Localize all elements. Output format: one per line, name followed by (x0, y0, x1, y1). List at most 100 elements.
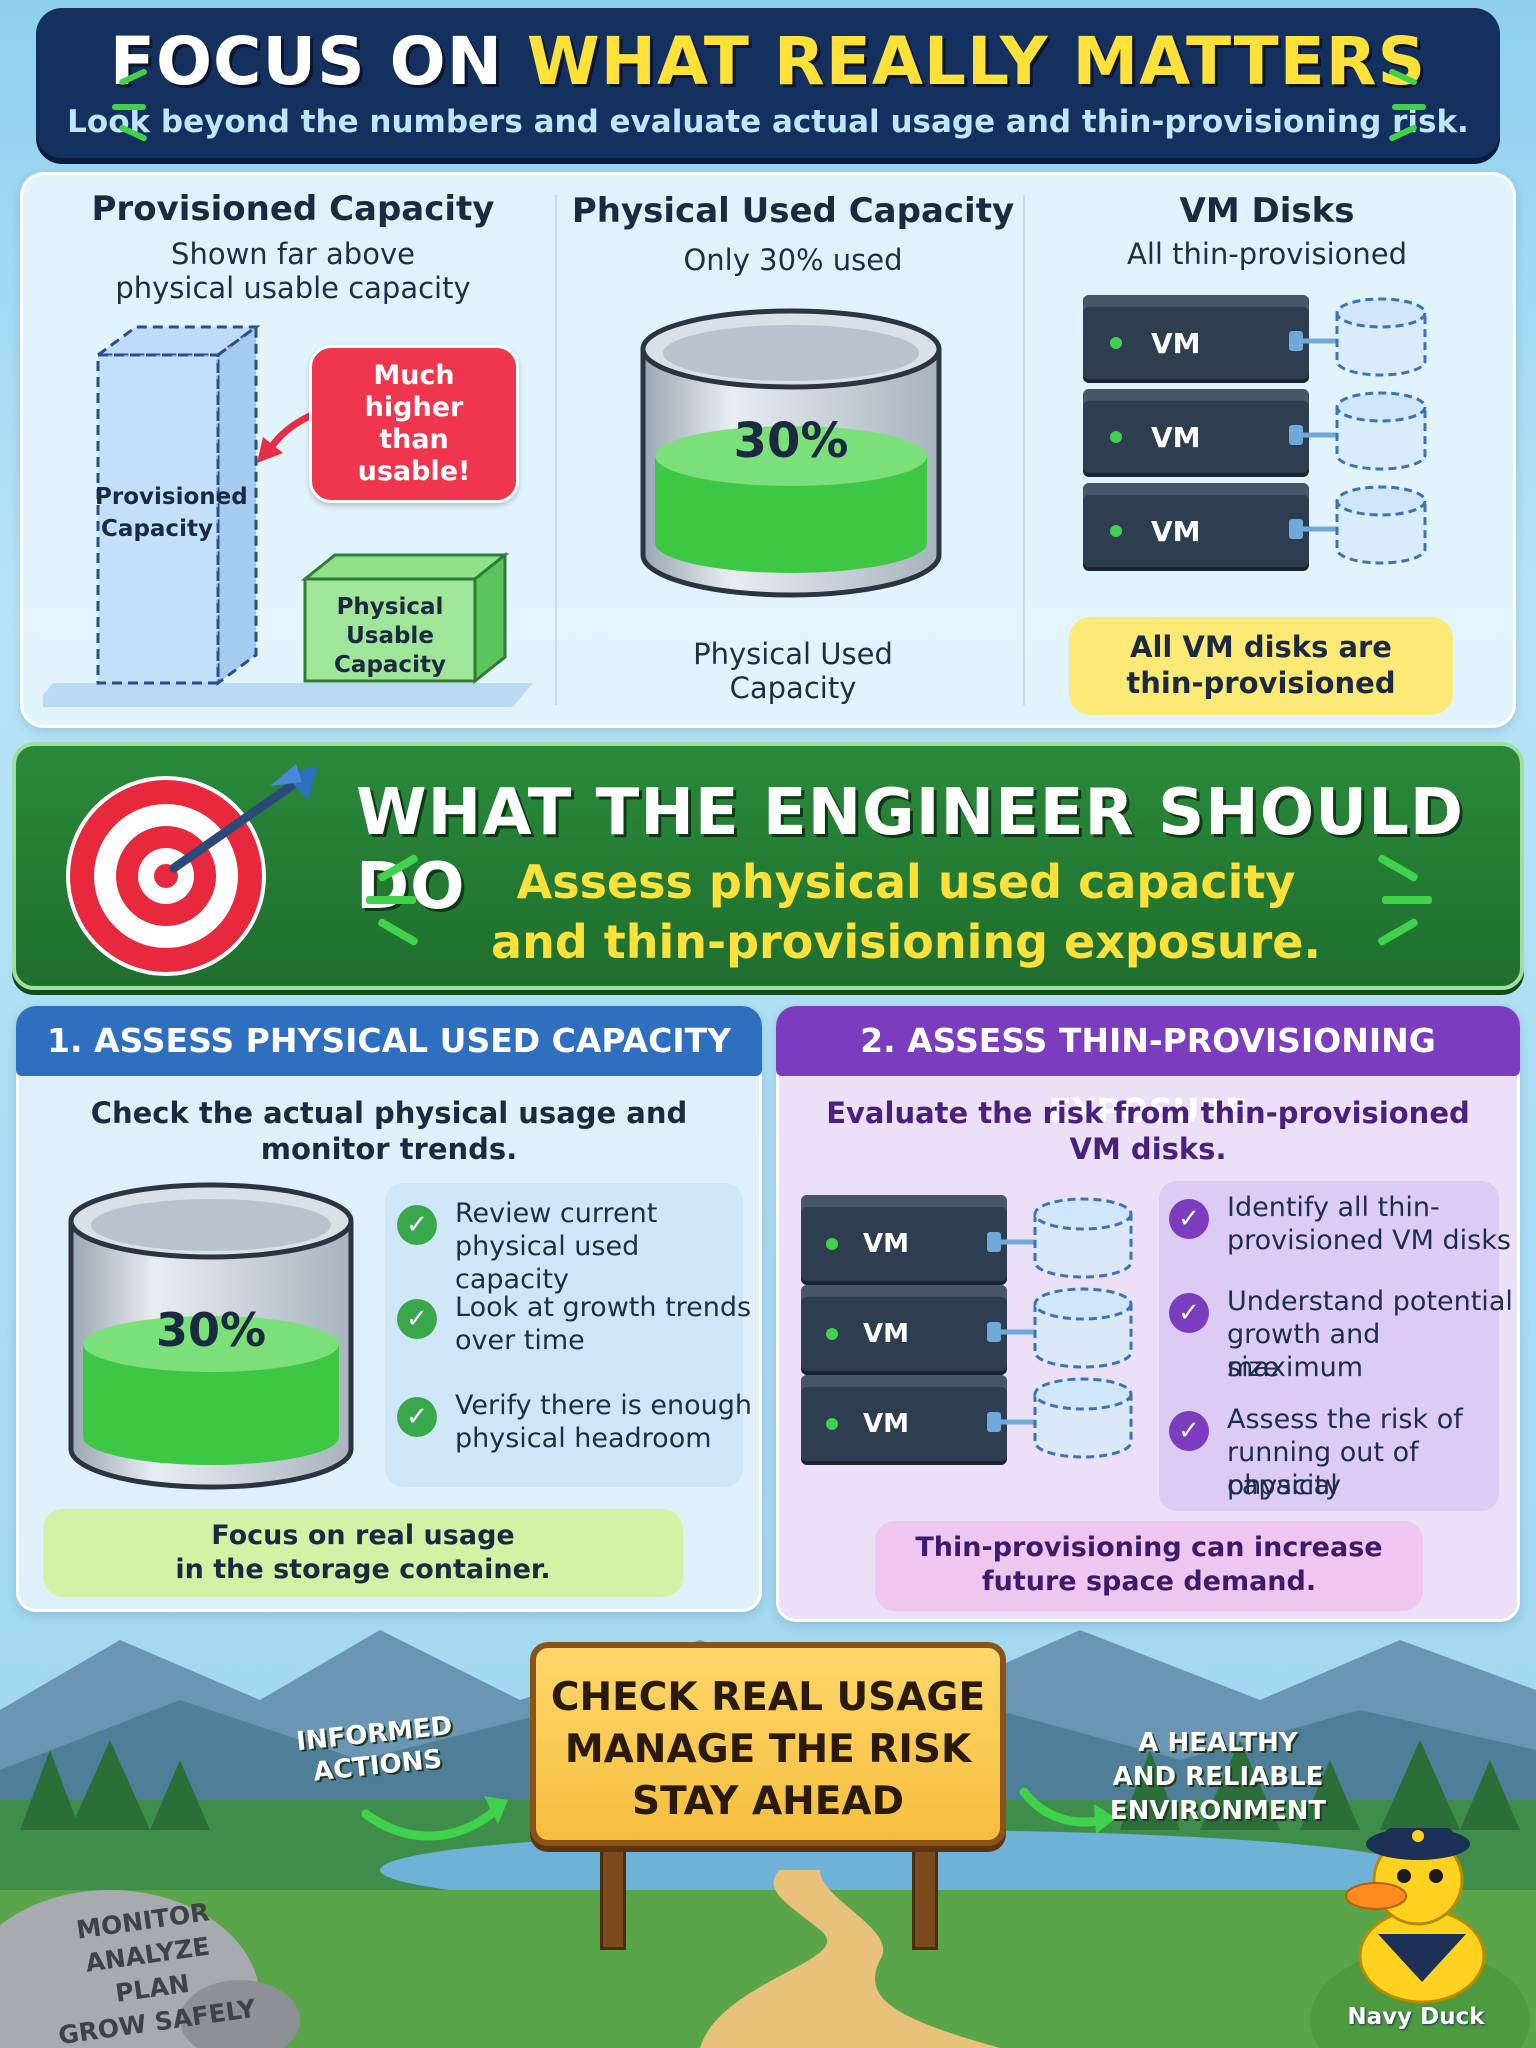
sparkle-decoration (1392, 104, 1426, 110)
checklist-text: physical headroom (455, 1423, 712, 1454)
usable-box-label-line1: Physical (336, 594, 444, 620)
usable-box-label-line3: Capacity (334, 652, 446, 678)
usable-box-label-line2: Usable (346, 623, 434, 649)
vm-label: VM (863, 1229, 909, 1259)
physical-used-caption-line2: Capacity (729, 671, 857, 705)
checkmark-icon: ✓ (397, 1299, 437, 1339)
title-part-white: FOCUS ON (109, 23, 527, 100)
status-led-icon (1110, 431, 1122, 443)
status-led-icon (1110, 525, 1122, 537)
right-line1: A HEALTHY (1138, 1728, 1298, 1758)
callout-line1: Much higher (364, 360, 464, 423)
banner-subtitle: Assess physical used capacity and thin-p… (356, 852, 1456, 972)
provisioned-vs-usable-illustration (43, 324, 533, 707)
provisioned-box-label-line1: Provisioned (95, 484, 248, 510)
vm-label: VM (863, 1409, 909, 1439)
section2-checklist (1159, 1181, 1499, 1511)
port-icon (987, 1412, 1001, 1432)
section1-note: Focus on real usage in the storage conta… (43, 1509, 683, 1597)
target-icon (66, 764, 318, 976)
page-subtitle: Look beyond the numbers and evaluate act… (67, 104, 1469, 140)
thin-disk-icon (1001, 1287, 1133, 1369)
fill-level-side (83, 1344, 339, 1465)
vm-label: VM (863, 1319, 909, 1349)
status-led-icon (826, 1238, 838, 1250)
column-divider (1023, 195, 1025, 705)
vm-server: VM (1083, 295, 1309, 379)
vm-note-line1: All VM disks are (1130, 630, 1392, 664)
vm-server: VM (801, 1285, 1007, 1371)
vm-label: VM (1151, 515, 1201, 548)
section2-note-line2: future space demand. (981, 1566, 1317, 1597)
physical-used-title: Physical Used Capacity (571, 191, 1015, 231)
checklist-text: capacity (1227, 1470, 1341, 1501)
section2-header: 2. ASSESS THIN-PROVISIONING EXPOSURE (776, 1006, 1520, 1130)
fill-level-surface (83, 1316, 339, 1372)
section-assess-physical-capacity: 1. ASSESS PHYSICAL USED CAPACITY Check t… (16, 1006, 762, 1612)
section1-checklist (385, 1183, 743, 1487)
port-icon (987, 1322, 1001, 1342)
arrow-icon (1019, 1787, 1116, 1834)
section1-note-line1: Focus on real usage (211, 1520, 515, 1551)
provisioned-subtitle-line2: physical usable capacity (115, 271, 471, 305)
checkmark-icon: ✓ (1169, 1293, 1209, 1333)
status-led-icon (826, 1328, 838, 1340)
fill-level-side (655, 456, 927, 573)
port-icon (1289, 519, 1303, 539)
section1-header: 1. ASSESS PHYSICAL USED CAPACITY (16, 1006, 762, 1076)
section1-percent: 30% (155, 1303, 267, 1357)
checklist-text: provisioned VM disks (1227, 1225, 1511, 1256)
vm-server: VM (1083, 483, 1309, 567)
callout-line2: than usable! (357, 424, 471, 487)
page-title: FOCUS ON WHAT REALLY MATTERS (36, 22, 1500, 102)
section1-note-line2: in the storage container. (175, 1554, 551, 1585)
status-led-icon (826, 1418, 838, 1430)
vm-label: VM (1151, 421, 1201, 454)
sign-post-right (912, 1840, 938, 1950)
section2-desc-line2: VM disks. (1069, 1132, 1227, 1166)
provisioned-box-label-line2: Capacity (101, 516, 213, 542)
physical-used-percent: 30% (733, 413, 849, 469)
vm-server: VM (801, 1195, 1007, 1281)
banner-sub-line1: Assess physical used capacity (516, 855, 1296, 909)
physical-used-subtitle: Only 30% used (683, 243, 903, 277)
thin-disk-icon (1303, 297, 1427, 377)
vm-server: VM (801, 1375, 1007, 1461)
checklist-text: growth and maximum (1227, 1319, 1381, 1383)
checklist-text: size (1227, 1352, 1280, 1383)
title-part-yellow: WHAT REALLY MATTERS (526, 23, 1427, 100)
sparkle-decoration (1382, 896, 1432, 904)
sign-line1: CHECK REAL USAGE (550, 1675, 986, 1720)
vm-server: VM (1083, 389, 1309, 473)
landscape-illustration (0, 1630, 1536, 2048)
capacity-overview-panel: Provisioned Capacity Shown far above phy… (20, 172, 1516, 728)
thin-disk-icon (1303, 391, 1427, 471)
port-icon (1289, 331, 1303, 351)
checkmark-icon: ✓ (1169, 1411, 1209, 1451)
checklist-text: running out of physical (1227, 1437, 1419, 1501)
engineer-action-banner: WHAT THE ENGINEER SHOULD DO Assess physi… (12, 742, 1524, 990)
checklist-text: over time (455, 1325, 585, 1356)
banner-sub-line2: and thin-provisioning exposure. (491, 915, 1321, 969)
sign-post-left (600, 1840, 626, 1950)
port-icon (1289, 425, 1303, 445)
thin-disk-icon (1001, 1377, 1133, 1459)
fill-level-surface (655, 426, 927, 486)
section2-note-line1: Thin-provisioning can increase (915, 1532, 1383, 1563)
physical-used-cylinder (640, 308, 942, 598)
checklist-text: Identify all thin- (1227, 1192, 1440, 1223)
vm-label: VM (1151, 327, 1201, 360)
checklist-text: Assess the risk of (1227, 1404, 1463, 1435)
checklist-text: Verify there is enough (455, 1390, 752, 1421)
section1-desc-line2: monitor trends. (260, 1132, 518, 1166)
duck-mascot-icon (1345, 1828, 1486, 2004)
port-icon (987, 1232, 1001, 1252)
provisioned-title: Provisioned Capacity (91, 189, 495, 229)
status-led-icon (1110, 337, 1122, 349)
vm-disks-title: VM Disks (1179, 191, 1355, 231)
provisioned-subtitle-line1: Shown far above (171, 237, 415, 271)
mascot-name: Navy Duck (1347, 2004, 1485, 2030)
vm-disks-subtitle: All thin-provisioned (1126, 237, 1408, 271)
section-assess-thin-provisioning: 2. ASSESS THIN-PROVISIONING EXPOSURE Eva… (776, 1006, 1520, 1622)
physical-used-caption-line1: Physical Used (693, 637, 893, 671)
